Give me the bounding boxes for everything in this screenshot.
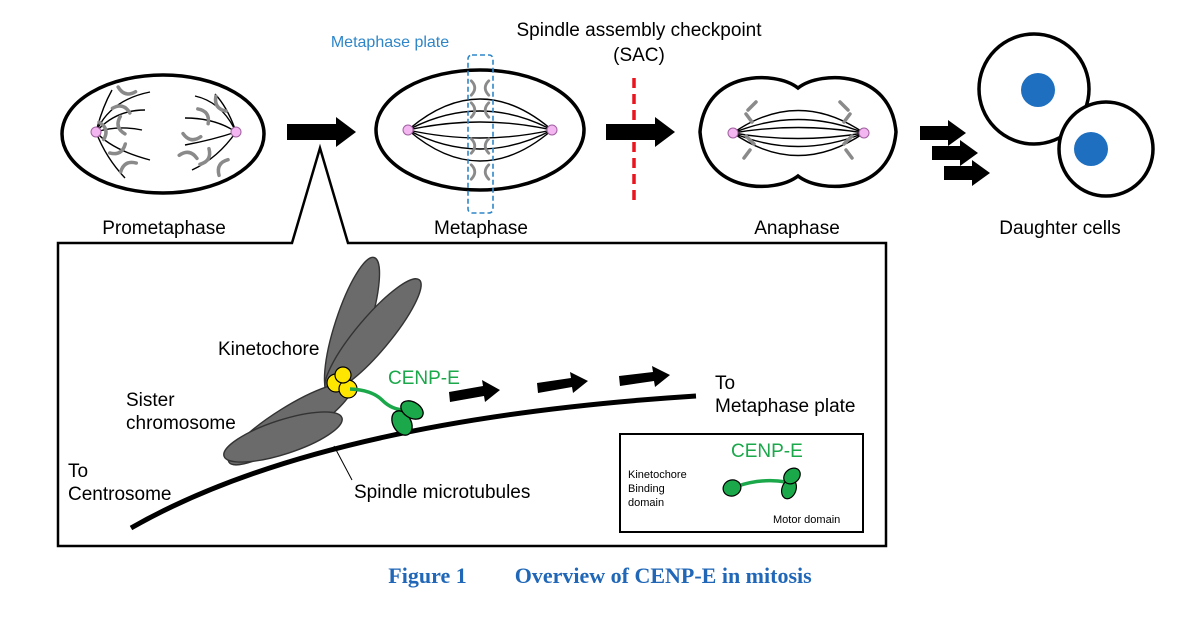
- caption-title: Overview of CENP-E in mitosis: [514, 563, 812, 588]
- label-to-plate-line1: To: [715, 373, 736, 394]
- label-metaphase: Metaphase: [433, 218, 529, 239]
- figure-caption: Figure 1 Overview of CENP-E in mitosis: [0, 563, 1200, 589]
- legend-binding-line3: domain: [628, 497, 665, 509]
- legend-motor-domain: Motor domain: [773, 514, 841, 526]
- cenp-e-molecule: [349, 387, 424, 436]
- label-sac-line1: Spindle assembly checkpoint: [516, 20, 762, 41]
- sister-chromosome: [223, 256, 422, 466]
- label-metaphase-plate: Metaphase plate: [330, 34, 450, 51]
- leader-line: [333, 445, 353, 481]
- nucleus-icon: [1074, 132, 1108, 166]
- label-prometaphase: Prometaphase: [102, 218, 226, 239]
- label-to-plate-line2: Metaphase plate: [715, 396, 856, 417]
- spindle-microtubule: [129, 393, 697, 531]
- label-sister-line1: Sister: [126, 390, 175, 411]
- kinetochore-icon: [326, 366, 358, 399]
- label-sister-line2: chromosome: [126, 413, 236, 434]
- metaphase-plate-box: [467, 54, 494, 214]
- centrosome-icon: [546, 124, 558, 136]
- daughter-cells: [977, 32, 1155, 198]
- caption-number: Figure 1: [388, 563, 467, 588]
- arrow-icon: [932, 140, 978, 166]
- metaphase-cell: [374, 54, 586, 214]
- anaphase-cell: [698, 75, 898, 189]
- arrow-icon: [449, 380, 500, 402]
- label-anaphase: Anaphase: [754, 218, 840, 239]
- label-sac-line2: (SAC): [613, 45, 665, 66]
- arrow-icon: [944, 160, 990, 186]
- arrow-icon: [287, 117, 356, 147]
- centrosome-icon: [858, 127, 870, 139]
- arrow-icon: [537, 372, 588, 393]
- centrosome-icon: [230, 126, 242, 138]
- centrosome-icon: [90, 126, 102, 138]
- arrow-icon: [606, 117, 675, 147]
- legend-binding-line2: Binding: [628, 483, 665, 495]
- prometaphase-cell: [60, 73, 266, 195]
- legend-title: CENP-E: [731, 441, 803, 462]
- nucleus-icon: [1021, 73, 1055, 107]
- label-cenp-e: CENP-E: [388, 368, 460, 389]
- arrow-icon: [920, 120, 966, 146]
- label-to-centrosome-line2: Centrosome: [68, 484, 172, 505]
- label-daughter-cells: Daughter cells: [999, 218, 1121, 239]
- centrosome-icon: [402, 124, 414, 136]
- label-spindle-microtubules: Spindle microtubules: [354, 482, 531, 503]
- legend-cenp-e-molecule: [722, 467, 801, 500]
- label-to-centrosome-line1: To: [68, 461, 89, 482]
- centrosome-icon: [727, 127, 739, 139]
- detail-panel-frame: [56, 143, 888, 548]
- label-kinetochore: Kinetochore: [218, 339, 320, 360]
- arrow-icon: [619, 366, 670, 387]
- legend-binding-line1: Kinetochore: [628, 469, 687, 481]
- legend-box: [619, 433, 864, 533]
